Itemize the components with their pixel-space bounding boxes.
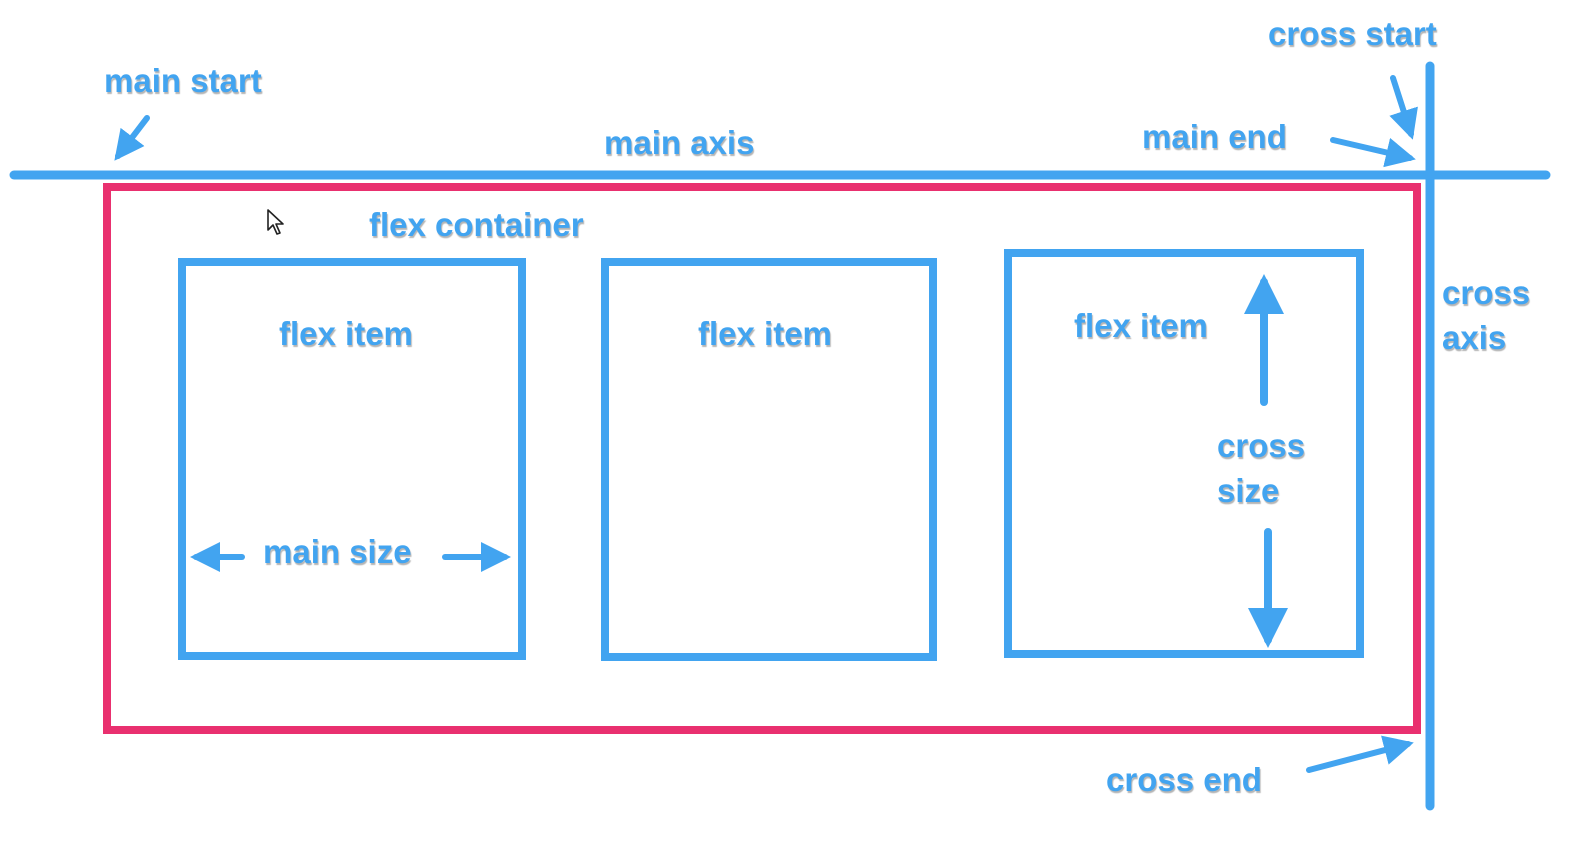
flex-item-box-3 xyxy=(1004,249,1364,658)
flex-item-box-2 xyxy=(601,258,937,661)
flex-item-label-1: flex item xyxy=(279,315,413,352)
cross-start-arrow xyxy=(1389,75,1418,140)
flex-item-label-3: flex item xyxy=(1074,307,1208,344)
cross-axis-label: cross axis xyxy=(1442,270,1530,360)
main-start-label: main start xyxy=(104,62,262,99)
cross-axis-label-line2: axis xyxy=(1442,319,1507,356)
main-end-arrow xyxy=(1330,137,1416,168)
cross-axis-label-line1: cross xyxy=(1442,274,1531,311)
cross-size-label-line1: cross xyxy=(1217,427,1306,464)
main-end-label: main end xyxy=(1142,118,1287,155)
flex-item-label-2: flex item xyxy=(698,315,832,352)
mouse-cursor-icon xyxy=(267,209,284,235)
cross-start-label: cross start xyxy=(1268,15,1437,52)
cross-size-label-line2: size xyxy=(1217,472,1280,509)
main-size-label: main size xyxy=(263,533,412,570)
main-start-arrow xyxy=(114,115,150,161)
cross-end-label: cross end xyxy=(1106,761,1262,798)
cross-size-label: cross size xyxy=(1217,423,1305,513)
cross-end-arrow xyxy=(1306,735,1414,773)
flex-container-box xyxy=(103,183,1421,734)
flex-container-label: flex container xyxy=(369,206,584,243)
flex-item-box-1 xyxy=(178,258,526,660)
main-axis-label: main axis xyxy=(604,124,755,161)
